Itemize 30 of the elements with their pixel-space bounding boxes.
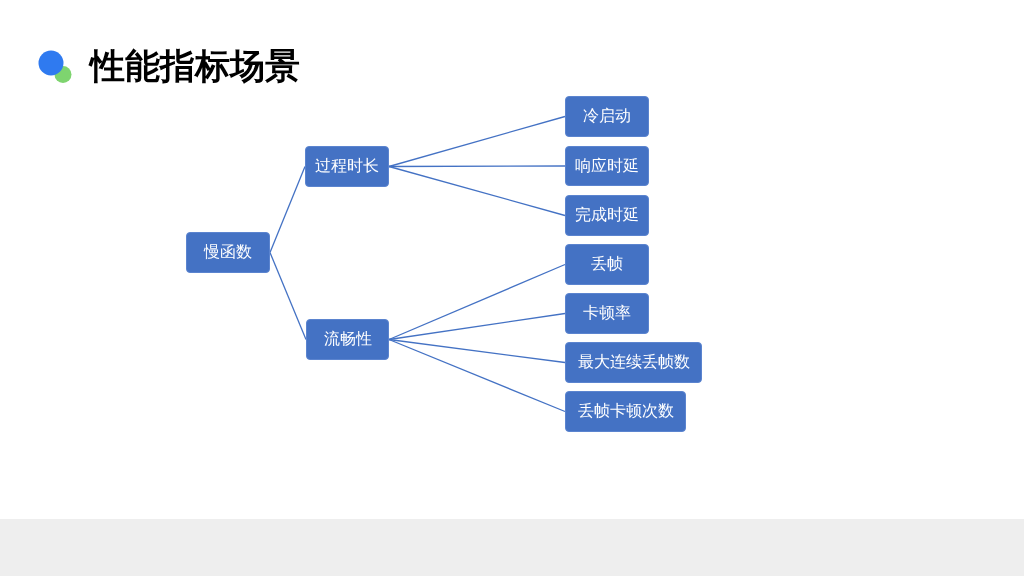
category-box bbox=[306, 319, 389, 360]
connector-line bbox=[388, 338, 566, 364]
category-box bbox=[565, 391, 686, 432]
node-label: 冷启动 bbox=[583, 106, 631, 127]
node-label: 丢帧卡顿次数 bbox=[577, 401, 674, 422]
connector-line bbox=[269, 165, 306, 254]
connector-line bbox=[269, 251, 307, 341]
node-label: 响应时延 bbox=[575, 155, 639, 177]
node-label: 慢函数 bbox=[204, 242, 252, 263]
node-label: 丢帧 bbox=[591, 254, 623, 275]
category-box bbox=[565, 96, 649, 137]
connector-line bbox=[388, 115, 566, 168]
node-label: 流畅性 bbox=[323, 329, 372, 350]
category-box bbox=[565, 342, 702, 383]
slide-title: 性能指标场景 bbox=[90, 45, 300, 88]
connector-line bbox=[388, 263, 566, 341]
category-box bbox=[186, 232, 270, 273]
connector-line bbox=[388, 165, 566, 168]
node-label: 卡顿率 bbox=[583, 303, 631, 324]
node-label: 过程时长 bbox=[315, 156, 379, 177]
category-box bbox=[565, 244, 649, 285]
node-label: 最大连续丢帧数 bbox=[577, 352, 690, 373]
connector-line bbox=[388, 165, 566, 217]
connector-line bbox=[388, 338, 566, 413]
category-box bbox=[565, 293, 649, 334]
node-label: 完成时延 bbox=[575, 205, 639, 226]
category-box bbox=[565, 146, 649, 186]
category-box bbox=[565, 195, 649, 236]
connector-line bbox=[388, 312, 566, 341]
category-box bbox=[305, 146, 389, 187]
